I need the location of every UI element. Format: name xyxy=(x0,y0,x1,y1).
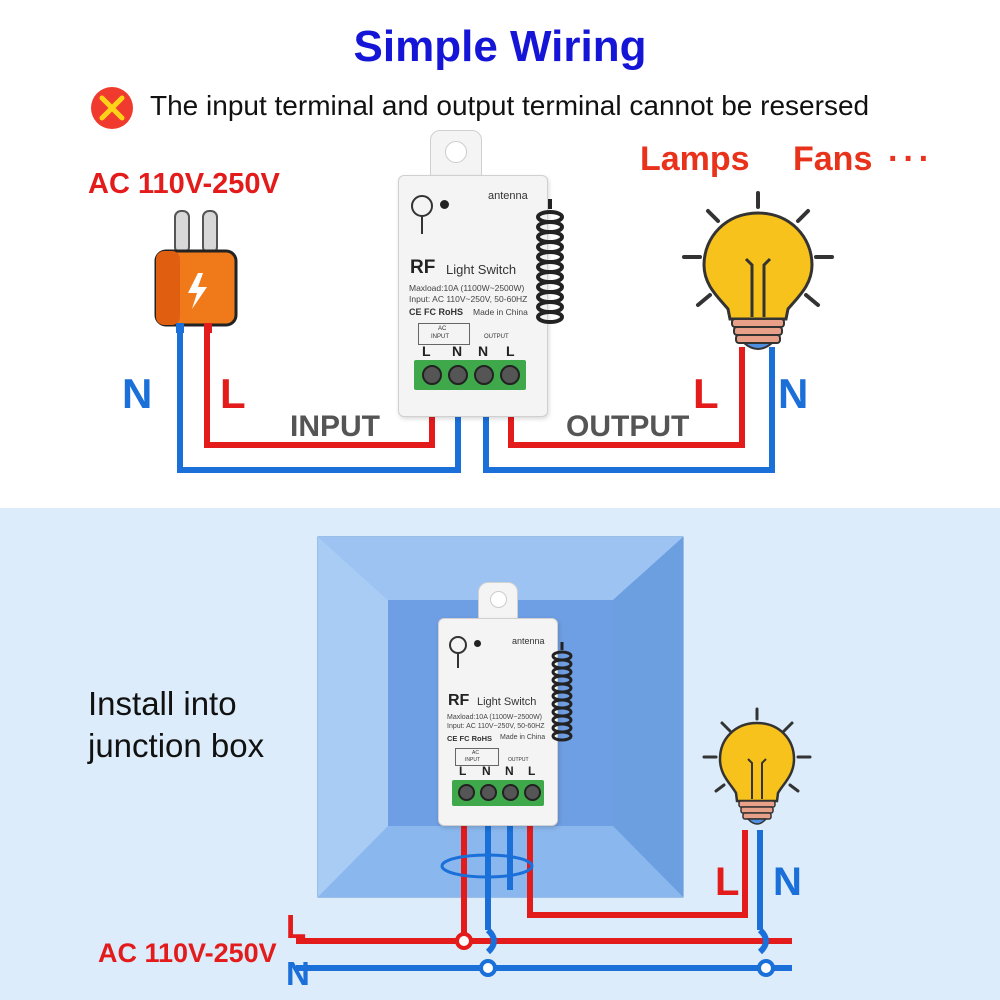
terminal-label-4: L xyxy=(528,764,536,778)
live-label-right: L xyxy=(693,370,719,417)
output-tag: OUTPUT xyxy=(508,757,529,763)
live-label-left: L xyxy=(220,370,246,417)
terminal-label-3: N xyxy=(478,343,489,359)
terminal-screw xyxy=(422,365,442,385)
certifications: CE FC RoHS xyxy=(409,307,463,317)
x-warning-icon xyxy=(91,87,133,129)
antenna-coil-icon xyxy=(551,642,573,742)
input-tag: INPUT xyxy=(431,334,449,340)
terminal-screw xyxy=(474,365,494,385)
lamps-label: Lamps xyxy=(640,140,750,178)
mains-neutral-label: N xyxy=(286,955,310,992)
terminal-label-4: L xyxy=(506,343,515,359)
antenna-label: antenna xyxy=(512,636,545,646)
terminal-label-1: L xyxy=(459,764,467,778)
wire-ring xyxy=(440,853,534,879)
terminal-label-2: N xyxy=(452,343,463,359)
rf-label: RF xyxy=(448,692,470,709)
input-bracket xyxy=(455,748,499,766)
junction-dot-live xyxy=(455,932,473,950)
ac-tag: AC xyxy=(472,750,479,756)
wire-input-neutral xyxy=(177,322,461,473)
pairing-button-icon xyxy=(449,636,467,668)
terminal-block xyxy=(414,360,526,390)
terminal-screw xyxy=(500,365,520,385)
input-tag: INPUT xyxy=(465,757,480,763)
terminal-screw xyxy=(480,784,497,801)
certifications: CE FC RoHS xyxy=(447,734,492,743)
install-text: Install into junction box xyxy=(88,685,265,764)
warning-text: The input terminal and output terminal c… xyxy=(150,90,870,121)
mains-live-label: L xyxy=(286,908,307,945)
junction-dot-neutral xyxy=(479,959,497,977)
voltage-label-bottom: AC 110V-250V xyxy=(98,938,277,968)
terminal-screw xyxy=(524,784,541,801)
pairing-button-icon xyxy=(411,195,433,234)
terminal-label-1: L xyxy=(422,343,431,359)
junction-dot-neutral-2 xyxy=(757,959,775,977)
antenna-label: antenna xyxy=(488,190,528,202)
voltage-label-top: AC 110V-250V xyxy=(88,168,280,200)
device-mount-tab xyxy=(430,130,482,182)
ac-tag: AC xyxy=(438,326,447,332)
live-label-bottom-lamp: L xyxy=(715,860,740,904)
maxload-spec: Maxload:10A (1100W~2500W) xyxy=(409,283,525,293)
terminal-label-2: N xyxy=(482,764,491,778)
antenna-coil-icon xyxy=(536,199,564,324)
light-bulb-icon xyxy=(682,191,834,350)
input-spec: Input: AC 110V~250V, 50-60HZ xyxy=(447,723,545,730)
device-name: Light Switch xyxy=(446,262,517,277)
power-plug-icon xyxy=(154,210,238,333)
status-led xyxy=(440,200,449,209)
fans-label: Fans xyxy=(793,140,873,178)
more-loads-label: ··· xyxy=(888,140,934,178)
neutral-label-left: N xyxy=(122,370,153,417)
terminal-block xyxy=(452,780,544,806)
output-tag: OUTPUT xyxy=(484,334,509,340)
terminal-screw xyxy=(502,784,519,801)
neutral-label-bottom-lamp: N xyxy=(773,860,802,904)
wire-b-output-live xyxy=(527,824,748,918)
rf-label: RF xyxy=(410,257,436,278)
device-name: Light Switch xyxy=(477,696,537,708)
maxload-spec: Maxload:10A (1100W~2500W) xyxy=(447,714,543,721)
input-bracket xyxy=(418,323,470,345)
wire-output-neutral xyxy=(483,347,775,473)
output-label: OUTPUT xyxy=(566,410,690,443)
terminal-screw xyxy=(448,365,468,385)
made-in-label: Made in China xyxy=(500,734,546,741)
terminal-label-3: N xyxy=(505,764,514,778)
input-spec: Input: AC 110V~250V, 50-60HZ xyxy=(409,294,528,304)
made-in-label: Made in China xyxy=(473,307,528,317)
status-led xyxy=(474,640,481,647)
light-bulb-icon-bottom xyxy=(702,707,812,825)
input-label: INPUT xyxy=(290,410,380,443)
page-title: Simple Wiring xyxy=(353,22,647,71)
neutral-label-right: N xyxy=(778,370,809,417)
terminal-screw xyxy=(458,784,475,801)
